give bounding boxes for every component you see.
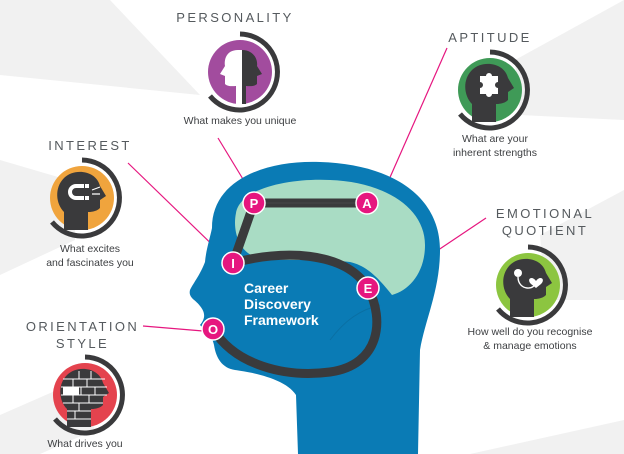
aptitude-desc-line-1: What are your [462,133,528,145]
svg-text:A: A [362,196,372,211]
center-title-line-2: Discovery [244,296,311,312]
aptitude-desc-line-2: inherent strengths [452,147,538,159]
marker-o: O [201,317,225,341]
orientation-style-label: ORIENTATION STYLE [15,318,150,352]
center-title-line-1: Career [244,280,289,296]
svg-text:P: P [250,196,259,211]
interest-description: What excites and fascinates you [25,242,155,270]
emotional-quotient-description: How well do you recognise & manage emoti… [455,325,605,353]
svg-text:I: I [231,256,235,271]
emotional-desc-line-2: & manage emotions [483,340,577,352]
svg-text:E: E [364,281,373,296]
interest-desc-line-1: What excites [59,243,121,255]
center-title: Career Discovery Framework [244,280,319,328]
orientation-label-line-2: STYLE [55,336,110,351]
aptitude-description: What are your inherent strengths [435,132,555,160]
emotional-label-line-2: QUOTIENT [501,223,589,238]
marker-i: I [221,251,245,275]
magnet-head-icon [50,157,122,239]
interest-desc-line-2: and fascinates you [46,257,134,269]
svg-text:O: O [208,322,218,337]
head-silhouette [189,161,440,454]
marker-a: A [355,191,379,215]
heart-bulb-head-icon [496,244,568,326]
emotional-label-line-1: EMOTIONAL [495,206,595,221]
path-markers: P A I E O [201,191,380,341]
personality-description: What makes you unique [183,115,297,127]
aptitude-label: APTITUDE [448,30,532,45]
emotional-desc-line-1: How well do you recognise [467,326,593,338]
brick-head-icon [53,354,125,436]
marker-p: P [242,191,266,215]
orientation-style-description: What drives you [47,438,123,450]
interest-label: INTEREST [48,138,132,153]
orientation-label-line-1: ORIENTATION [25,319,140,334]
marker-e: E [356,276,380,300]
emotional-quotient-label: EMOTIONAL QUOTIENT [475,205,615,239]
puzzle-head-icon [458,49,530,131]
personality-label: PERSONALITY [176,10,294,25]
center-title-line-3: Framework [244,312,319,328]
two-faces-icon [208,31,280,113]
